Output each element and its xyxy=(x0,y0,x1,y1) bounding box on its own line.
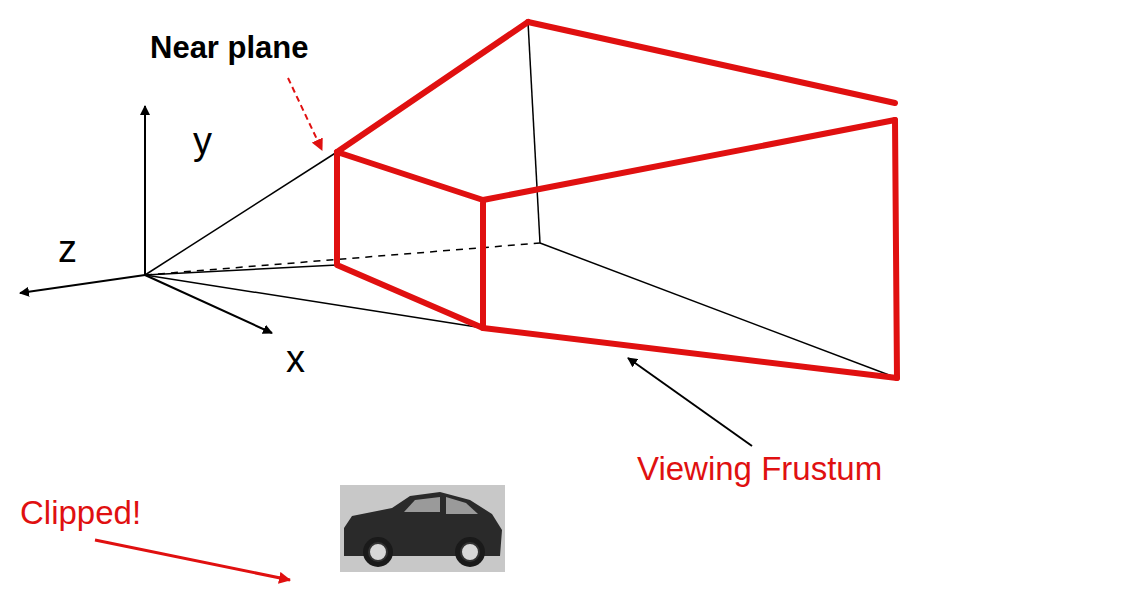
axes xyxy=(20,106,272,333)
axis-label: y xyxy=(193,122,212,160)
axis-label: z xyxy=(58,230,77,268)
frustum-leader xyxy=(628,358,752,446)
near-plane-label: Near plane xyxy=(150,32,309,63)
frustum-guides xyxy=(145,22,897,378)
axis-label: x xyxy=(286,340,305,378)
near-plane-leader xyxy=(288,78,322,150)
frustum-edges xyxy=(337,22,897,378)
car-picture xyxy=(340,485,505,572)
clipped-leader xyxy=(95,540,290,580)
frustum-label: Viewing Frustum xyxy=(637,452,882,485)
clipped-label: Clipped! xyxy=(20,496,141,529)
